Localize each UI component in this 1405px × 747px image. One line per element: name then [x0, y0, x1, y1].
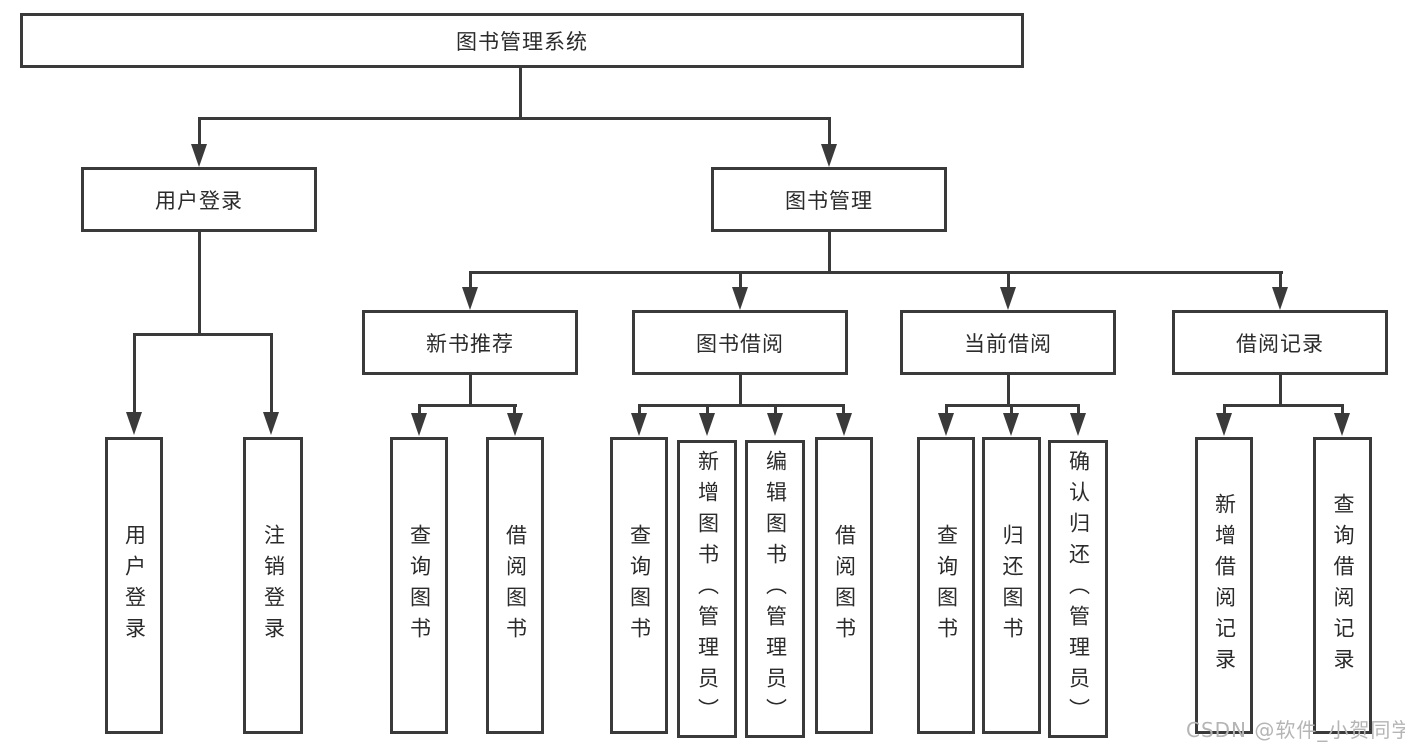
connector-line	[1007, 374, 1010, 407]
arrow-down-icon	[1003, 413, 1019, 436]
leaf-borrow-books-recommend-label: 借阅图书	[503, 523, 528, 648]
node-root-label: 图书管理系统	[456, 29, 588, 54]
leaf-query-borrow-record-label: 查询借阅记录	[1331, 492, 1355, 679]
arrow-down-icon	[1070, 413, 1086, 436]
arrow-down-icon	[462, 287, 478, 310]
connector-line	[133, 333, 136, 413]
connector-line	[828, 232, 831, 274]
connector-line	[1010, 404, 1013, 414]
connector-line	[1223, 404, 1226, 414]
connector-line	[418, 404, 421, 414]
arrow-down-icon	[1216, 413, 1232, 436]
arrow-down-icon	[1334, 413, 1350, 436]
node-user-login: 用户登录	[81, 167, 317, 232]
leaf-user-login: 用户登录	[105, 437, 163, 734]
arrow-down-icon	[126, 412, 142, 435]
arrow-down-icon	[1272, 287, 1288, 310]
connector-line	[198, 232, 201, 335]
connector-line	[513, 404, 516, 414]
arrow-down-icon	[836, 413, 852, 436]
connector-line	[774, 404, 777, 414]
connector-line	[418, 404, 517, 407]
node-book-borrow: 图书借阅	[632, 310, 848, 375]
leaf-logout-label: 注销登录	[261, 523, 286, 648]
connector-line	[1279, 271, 1282, 289]
arrow-down-icon	[411, 413, 427, 436]
arrow-down-icon	[699, 413, 715, 436]
node-current-borrow: 当前借阅	[900, 310, 1116, 375]
node-borrow-records-label: 借阅记录	[1236, 331, 1324, 356]
leaf-user-login-label: 用户登录	[122, 523, 147, 648]
connector-line	[198, 117, 201, 145]
node-book-borrow-label: 图书借阅	[696, 331, 784, 356]
leaf-query-books-current-label: 查询图书	[934, 523, 959, 648]
arrow-down-icon	[767, 413, 783, 436]
connector-line	[519, 66, 522, 119]
connector-line	[739, 271, 742, 289]
leaf-query-books-recommend-label: 查询图书	[407, 523, 432, 648]
csdn-watermark: CSDN @软件_小贺同学	[1186, 718, 1405, 742]
node-book-mgmt-label: 图书管理	[785, 188, 873, 213]
connector-line	[469, 271, 472, 289]
leaf-add-books-admin-label: 新增图书（管理员）	[695, 449, 720, 729]
leaf-query-books-borrow: 查询图书	[610, 437, 668, 734]
arrow-down-icon	[732, 287, 748, 310]
connector-line	[133, 333, 273, 336]
connector-line	[739, 374, 742, 407]
leaf-edit-books-admin: 编辑图书（管理员）	[745, 440, 805, 738]
leaf-query-books-recommend: 查询图书	[390, 437, 448, 734]
leaf-add-books-admin: 新增图书（管理员）	[677, 440, 737, 738]
leaf-add-borrow-record-label: 新增借阅记录	[1212, 492, 1237, 679]
arrow-down-icon	[821, 144, 837, 167]
arrow-down-icon	[631, 413, 647, 436]
leaf-confirm-return-admin: 确认归还（管理员）	[1048, 440, 1108, 738]
leaf-borrow-books-recommend: 借阅图书	[486, 437, 544, 734]
connector-line	[469, 374, 472, 407]
leaf-return-books-label: 归还图书	[1000, 523, 1024, 648]
node-root: 图书管理系统	[20, 13, 1024, 68]
node-current-borrow-label: 当前借阅	[964, 331, 1052, 356]
connector-line	[1077, 404, 1080, 414]
node-new-book-recommend: 新书推荐	[362, 310, 578, 375]
arrow-down-icon	[938, 413, 954, 436]
connector-line	[945, 404, 948, 414]
connector-line	[1341, 404, 1344, 414]
connector-line	[270, 333, 273, 413]
arrow-down-icon	[191, 144, 207, 167]
arrow-down-icon	[263, 412, 279, 435]
arrow-down-icon	[507, 413, 523, 436]
leaf-borrow-books: 借阅图书	[815, 437, 873, 734]
leaf-query-borrow-record: 查询借阅记录	[1313, 437, 1372, 734]
leaf-confirm-return-admin-label: 确认归还（管理员）	[1066, 449, 1091, 729]
node-user-login-label: 用户登录	[155, 188, 243, 213]
connector-line	[842, 404, 845, 414]
connector-line	[638, 404, 641, 414]
connector-line	[1223, 404, 1344, 407]
connector-line	[198, 117, 831, 120]
leaf-edit-books-admin-label: 编辑图书（管理员）	[763, 449, 788, 729]
arrow-down-icon	[1000, 287, 1016, 310]
connector-line	[1007, 271, 1010, 289]
connector-line	[1279, 374, 1282, 407]
connector-line	[706, 404, 709, 414]
connector-line	[638, 404, 845, 407]
node-book-mgmt: 图书管理	[711, 167, 947, 232]
leaf-query-books-current: 查询图书	[917, 437, 975, 734]
leaf-borrow-books-label: 借阅图书	[832, 523, 857, 648]
connector-line	[828, 117, 831, 145]
node-borrow-records: 借阅记录	[1172, 310, 1388, 375]
connector-line	[469, 271, 1283, 274]
leaf-return-books: 归还图书	[982, 437, 1041, 734]
leaf-query-books-borrow-label: 查询图书	[627, 523, 652, 648]
leaf-logout: 注销登录	[243, 437, 303, 734]
leaf-add-borrow-record: 新增借阅记录	[1195, 437, 1253, 734]
node-new-book-recommend-label: 新书推荐	[426, 331, 514, 356]
